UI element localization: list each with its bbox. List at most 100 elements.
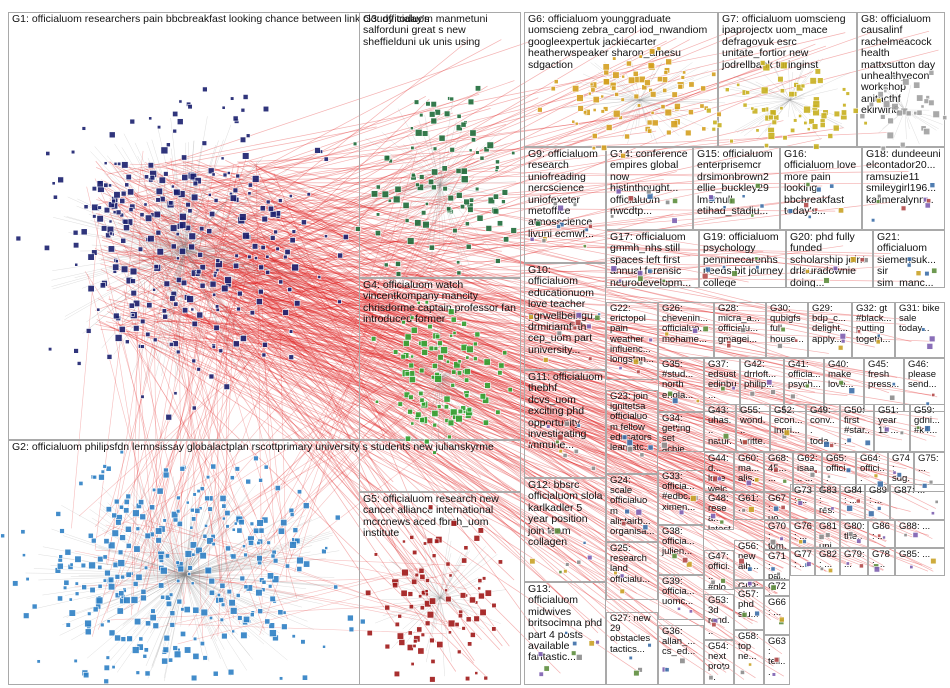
node-g2 <box>141 589 146 594</box>
node-g1 <box>263 106 269 112</box>
node-g7 <box>842 88 846 92</box>
node-g1 <box>191 194 198 201</box>
node-g8 <box>921 105 924 108</box>
node-g22 <box>636 370 640 374</box>
node-g23 <box>648 445 653 450</box>
node-g1 <box>130 119 135 124</box>
node-g1 <box>130 268 137 275</box>
node-g2 <box>163 647 169 653</box>
node-g1 <box>219 349 223 353</box>
node-g4 <box>448 309 454 315</box>
node-g1 <box>97 215 104 222</box>
node-g5 <box>426 579 430 583</box>
node-g4 <box>480 393 486 399</box>
node-g12 <box>577 560 581 564</box>
node-g4 <box>462 321 467 326</box>
node-g1 <box>74 349 79 354</box>
node-g4 <box>435 334 440 339</box>
node-g1 <box>254 257 257 260</box>
node-g1 <box>179 213 186 220</box>
node-g7 <box>783 136 787 140</box>
node-g6 <box>611 86 616 91</box>
node-g85 <box>910 565 913 568</box>
node-g31 <box>922 328 926 332</box>
node-g4 <box>448 435 452 439</box>
node-g2 <box>281 624 287 630</box>
node-g4 <box>450 334 453 337</box>
node-g1 <box>129 303 134 308</box>
node-g3 <box>422 131 428 137</box>
node-g2 <box>63 586 67 590</box>
node-g7 <box>780 89 784 93</box>
node-g7 <box>798 114 801 117</box>
node-g13 <box>565 631 568 634</box>
node-g12 <box>530 558 535 563</box>
node-g1 <box>104 183 108 187</box>
node-g2 <box>107 620 110 623</box>
node-g3 <box>375 230 380 235</box>
node-g2 <box>271 554 275 558</box>
node-g6 <box>664 71 668 75</box>
node-g4 <box>438 341 443 346</box>
node-g2 <box>265 619 270 624</box>
node-g1 <box>100 283 105 288</box>
node-g10 <box>543 358 548 363</box>
node-g15 <box>751 214 754 217</box>
node-g10 <box>557 331 562 336</box>
node-g6 <box>674 103 680 109</box>
node-g3 <box>453 228 457 232</box>
node-g39 <box>689 610 692 613</box>
node-g1 <box>289 330 293 334</box>
node-g2 <box>124 597 131 604</box>
node-g6 <box>613 72 620 79</box>
node-g1 <box>246 134 250 138</box>
node-g14 <box>610 215 613 218</box>
node-g2 <box>278 528 284 534</box>
node-g2 <box>138 500 143 505</box>
node-g3 <box>475 86 480 91</box>
node-g5 <box>469 597 475 603</box>
node-g4 <box>409 363 414 368</box>
node-g10 <box>595 315 600 320</box>
node-g30 <box>781 327 785 331</box>
node-g5 <box>432 554 436 558</box>
node-g4 <box>424 439 429 444</box>
node-g2 <box>244 585 248 589</box>
node-g5 <box>418 595 421 598</box>
node-g5 <box>466 617 471 622</box>
node-g1 <box>189 244 195 250</box>
node-g1 <box>58 177 64 183</box>
node-g1 <box>131 279 136 284</box>
node-g5 <box>413 639 417 643</box>
node-g2 <box>219 597 224 602</box>
node-g6 <box>685 130 691 136</box>
node-g3 <box>477 215 483 221</box>
node-g70 <box>780 537 784 541</box>
node-g2 <box>185 551 192 558</box>
node-g1 <box>81 229 87 235</box>
node-g6 <box>621 153 626 158</box>
node-g4 <box>419 391 423 395</box>
node-g5 <box>423 542 426 545</box>
node-g5 <box>407 644 413 650</box>
node-g3 <box>428 179 433 184</box>
node-g4 <box>464 369 470 375</box>
node-g1 <box>148 235 154 241</box>
node-g6 <box>702 127 706 131</box>
node-g6 <box>647 129 651 133</box>
node-g14 <box>646 189 651 194</box>
node-g6 <box>554 80 558 84</box>
node-g8 <box>914 82 920 88</box>
node-g2 <box>155 528 161 534</box>
node-g4 <box>451 383 455 387</box>
node-g88 <box>904 533 907 536</box>
node-g2 <box>242 545 245 548</box>
node-g4 <box>416 412 422 418</box>
node-g7 <box>828 134 833 139</box>
node-g3 <box>395 186 401 192</box>
node-g5 <box>498 560 502 564</box>
node-g5 <box>485 590 491 596</box>
node-g3 <box>469 198 473 202</box>
node-g22 <box>633 359 638 364</box>
